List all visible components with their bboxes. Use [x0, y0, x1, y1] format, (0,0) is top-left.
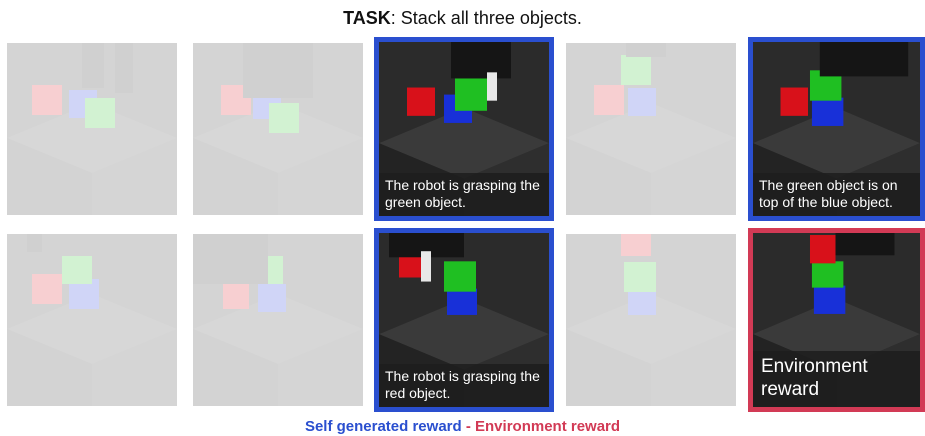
task-title: TASK: Stack all three objects.: [0, 8, 925, 29]
frame-r2-c5-environment-reward: Environment reward: [748, 228, 925, 412]
frame-r2-c2: [193, 234, 363, 406]
reward-legend: Self generated reward - Environment rewa…: [0, 418, 925, 435]
inactive-overlay: [566, 234, 736, 406]
frame-caption: The green object is on top of the blue o…: [753, 173, 920, 216]
legend-separator: -: [465, 418, 471, 435]
frame-r1-c1: [7, 43, 177, 215]
frame-r2-c3-self-reward: The robot is grasping the red object.: [374, 228, 554, 412]
frame-r2-c4: [566, 234, 736, 406]
frame-caption: The robot is grasping the red object.: [379, 364, 549, 407]
inactive-overlay: [7, 234, 177, 406]
frame-r1-c2: [193, 43, 363, 215]
frame-r1-c5-self-reward: The green object is on top of the blue o…: [748, 37, 925, 221]
inactive-overlay: [193, 234, 363, 406]
frame-caption: The robot is grasping the green object.: [379, 173, 549, 216]
legend-self-generated: Self generated reward: [304, 418, 462, 435]
legend-environment: Environment reward: [475, 418, 621, 435]
frame-caption: Environment reward: [753, 351, 920, 407]
frame-r2-c1: [7, 234, 177, 406]
inactive-overlay: [7, 43, 177, 215]
inactive-overlay: [566, 43, 736, 215]
task-text: : Stack all three objects.: [390, 8, 582, 28]
frame-r1-c3-self-reward: The robot is grasping the green object.: [374, 37, 554, 221]
task-label: TASK: [343, 8, 391, 28]
frame-r1-c4: [566, 43, 736, 215]
inactive-overlay: [193, 43, 363, 215]
